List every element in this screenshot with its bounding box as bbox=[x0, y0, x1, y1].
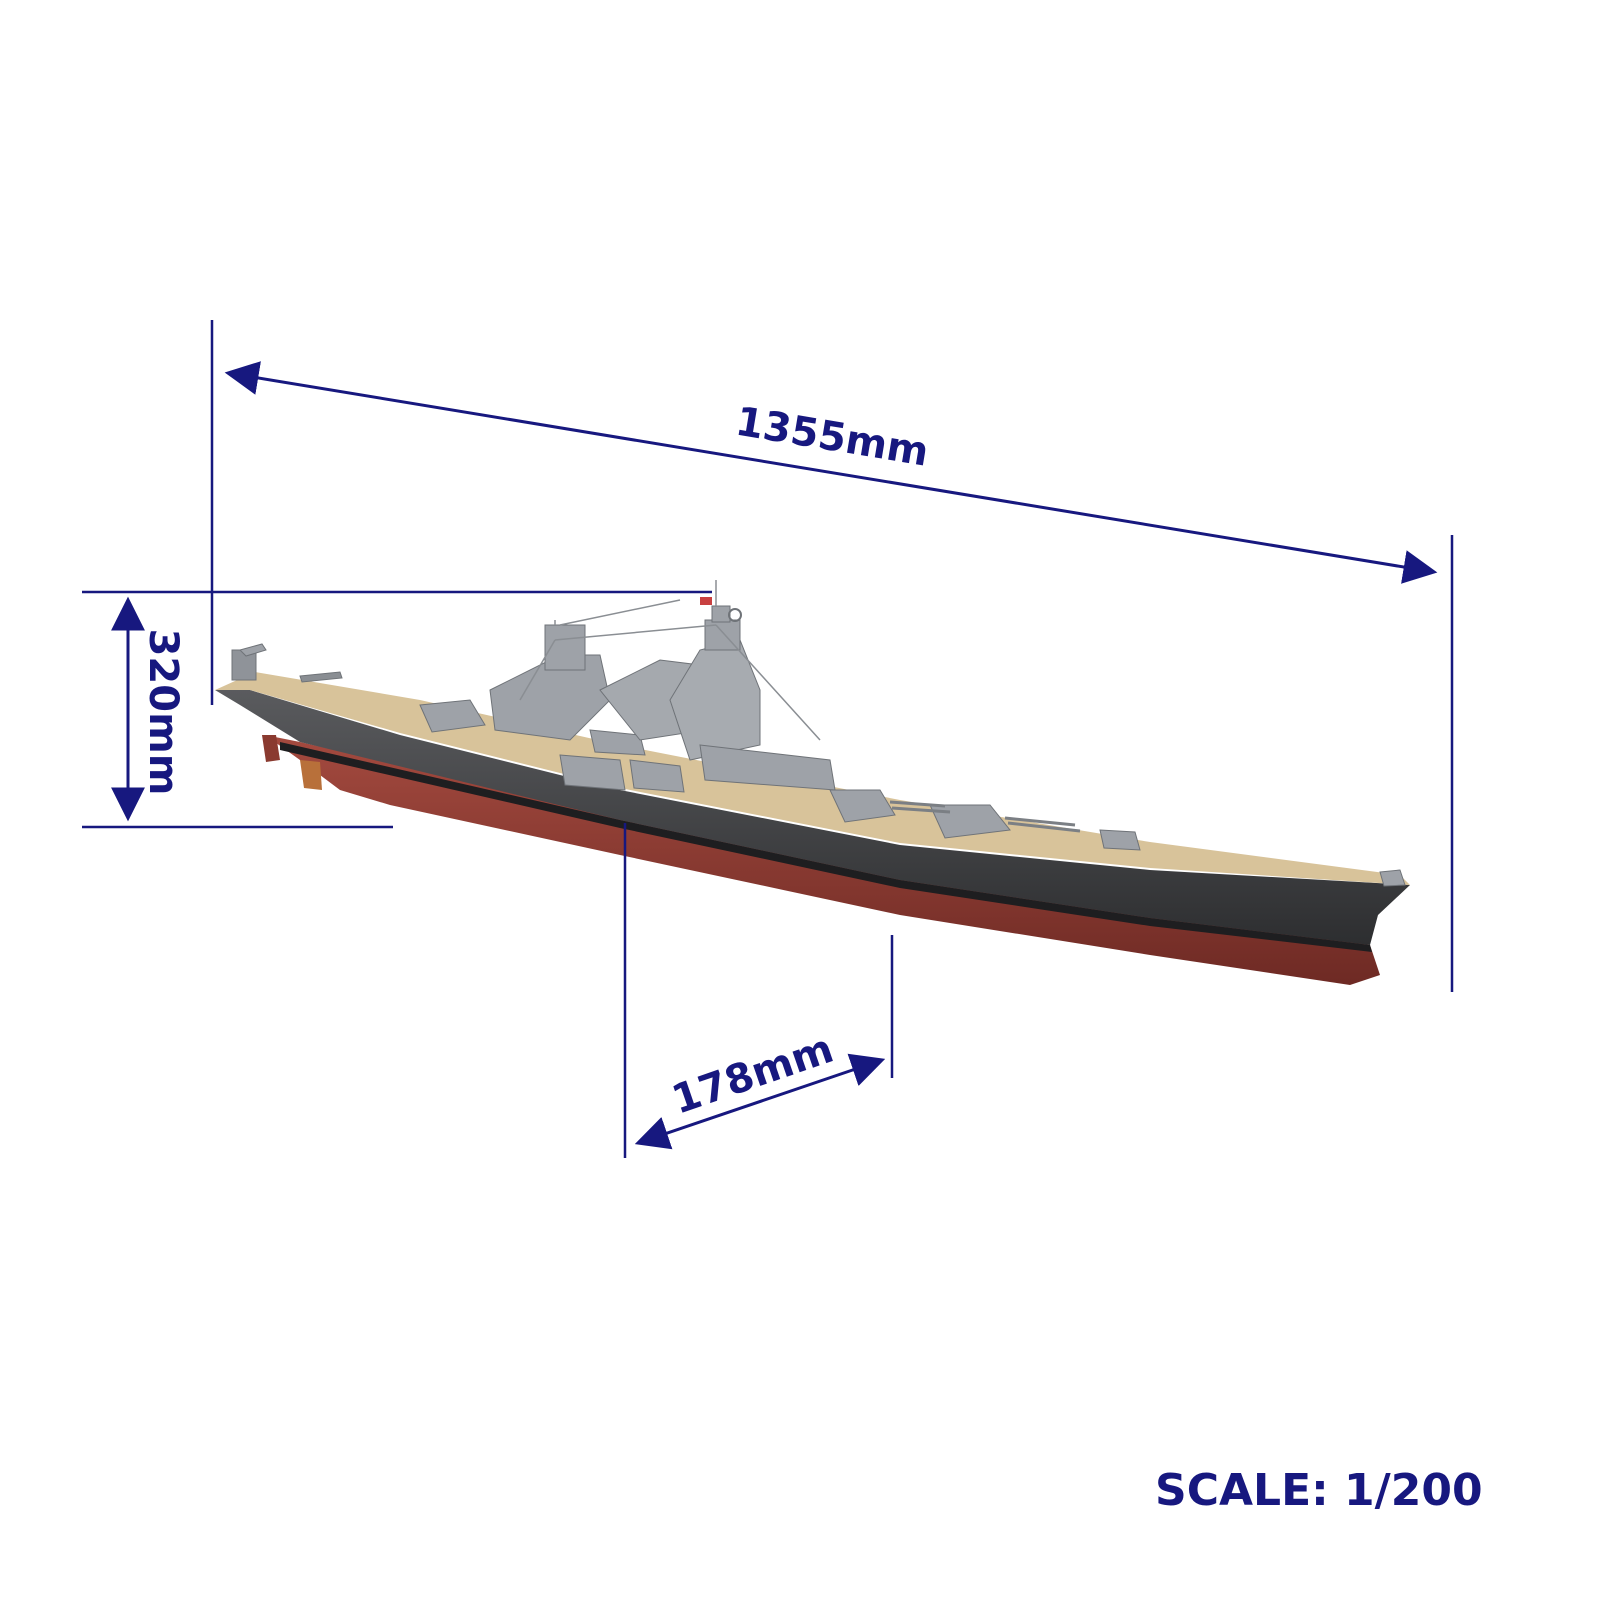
scale-label: SCALE: 1/200 bbox=[1155, 1465, 1483, 1516]
ship-model-illustration bbox=[215, 580, 1410, 985]
superstructure bbox=[231, 605, 1406, 887]
length-arrow bbox=[224, 361, 1438, 584]
height-label: 320mm bbox=[140, 629, 186, 796]
main-gun-barrels bbox=[889, 800, 1081, 833]
flag bbox=[700, 597, 712, 605]
rudder bbox=[262, 735, 280, 762]
height-dimension: 320mm bbox=[82, 590, 712, 829]
length-label: 1355mm bbox=[732, 399, 932, 476]
beam-arrow bbox=[634, 1053, 886, 1150]
radar-dish bbox=[728, 608, 742, 622]
masts-and-rigging bbox=[519, 580, 821, 741]
propeller bbox=[300, 760, 322, 790]
beam-label: 178mm bbox=[666, 1026, 839, 1124]
hull-upper-gray bbox=[215, 690, 1410, 945]
